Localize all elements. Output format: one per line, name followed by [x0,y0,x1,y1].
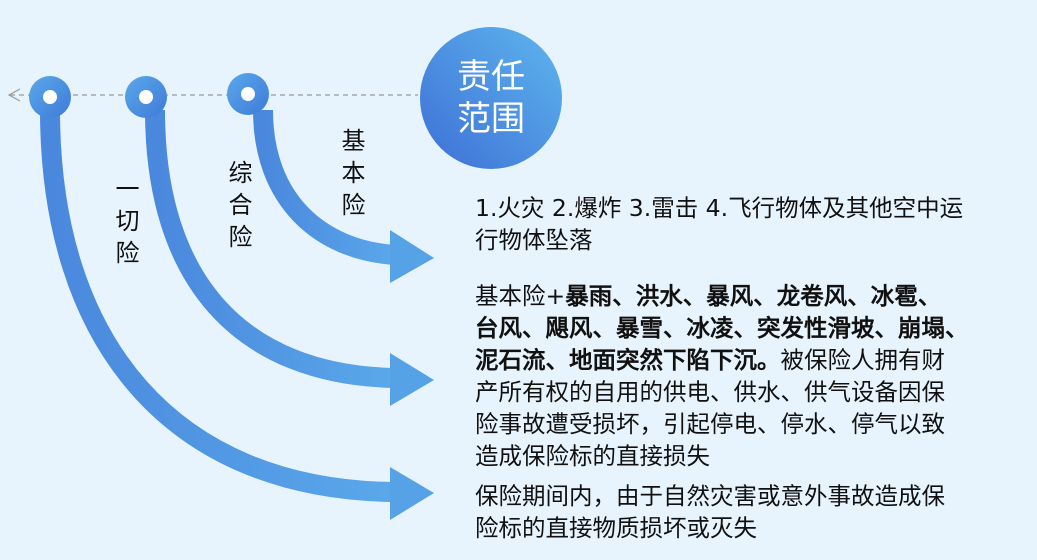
arrow-head-all-risk [390,467,434,520]
text-normal: 被保险人拥有财 [780,346,946,374]
badge-line-1: 责任 [457,57,525,97]
text-normal: 基本险+ [475,282,566,310]
arc-all-risk [40,109,434,520]
arrow-left-icon [7,88,21,102]
arc-basic [253,109,434,283]
ring-node-basic [227,73,269,115]
basic-scope-text: 1.火灾 2.爆炸 3.雷击 4.飞行物体及其他空中运 行物体坠落 [475,192,963,256]
text-line: 险标的直接物质损坏或灭失 [475,514,757,542]
all-risk-scope-text: 保险期间内，由于自然灾害或意外事故造成保 险标的直接物质损坏或灭失 [475,480,945,544]
ring-node-comprehensive [125,76,167,118]
label-basic: 基本险 [337,128,365,224]
badge-line-2: 范围 [457,99,525,139]
text-line: 造成保险标的直接损失 [475,442,710,470]
label-all-risk: 一切险 [111,176,139,272]
dashed-timeline [7,88,418,102]
text-line: 1.火灾 2.爆炸 3.雷击 4.飞行物体及其他空中运 [475,194,964,222]
arrow-head-basic [390,230,434,283]
text-line: 险事故遭受损坏，引起停电、停水、停气以致 [475,410,945,438]
responsibility-scope-badge: 责任 范围 [420,27,562,169]
comprehensive-scope-text: 基本险+暴雨、洪水、暴风、龙卷风、冰雹、 台风、飓风、暴雪、冰凌、突发性滑坡、崩… [475,280,969,472]
text-line: 行物体坠落 [475,226,593,254]
text-bold: 台风、飓风、暴雪、冰凌、突发性滑坡、崩塌、 [475,314,969,342]
ring-node-all-risk [29,76,71,118]
text-bold: 暴雨、洪水、暴风、龙卷风、冰雹、 [565,282,942,310]
arc-comprehensive [145,109,434,406]
text-bold: 泥石流、地面突然下陷下沉。 [475,346,781,374]
arrow-head-comprehensive [390,353,434,406]
label-comprehensive: 综合险 [224,160,252,256]
text-line: 保险期间内，由于自然灾害或意外事故造成保 [475,482,945,510]
text-line: 产所有权的自用的供电、供水、供气设备因保 [475,378,945,406]
